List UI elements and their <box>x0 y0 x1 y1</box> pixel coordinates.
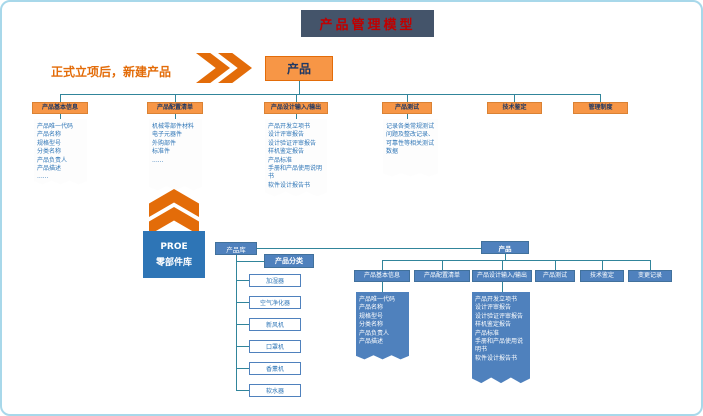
detail-line: 设计验证评审报告 <box>475 312 524 320</box>
detail-line: 设计评审报告 <box>475 304 512 312</box>
detail-line: 软件设计报告书 <box>475 354 518 362</box>
detail-line: 产品负责人 <box>37 156 68 164</box>
connector-line <box>555 260 556 270</box>
connector-line <box>236 368 249 369</box>
detail-line: 标准件 <box>152 148 171 156</box>
connector-line <box>175 114 176 119</box>
detail-line: 规格型号 <box>359 312 384 320</box>
detail-line: 样机鉴定报告 <box>475 321 512 329</box>
detail-line: 产品标准 <box>475 329 500 337</box>
detail-line: 记录各类常规测试问题及整改记录、可靠性等相关测试数据 <box>386 123 435 156</box>
product-root-node[interactable]: 产品 <box>265 56 333 81</box>
scroll-basic-info[interactable]: 产品唯一代码 产品名称 规格型号 分类名称 产品负责人 产品描述 ...... <box>34 119 87 185</box>
connector-line <box>502 260 503 270</box>
connector-line <box>60 94 61 102</box>
detail-line: 产品唯一代码 <box>37 123 74 130</box>
detail-line: 分类名称 <box>37 148 62 156</box>
detail-line: 产品标准 <box>268 156 293 164</box>
connector-line <box>514 94 515 102</box>
diagram-title: 产品管理模型 <box>301 10 434 37</box>
connector-line <box>502 282 503 292</box>
detail-line: 设计评审报告 <box>268 131 305 139</box>
connector-line <box>236 324 249 325</box>
detail-line: 产品开发立项书 <box>268 123 311 130</box>
left-node-testing[interactable]: 产品测试 <box>382 102 432 114</box>
connector-line <box>60 114 61 119</box>
connector-line <box>296 114 297 119</box>
detail-line: 手册和产品使用说明书 <box>475 338 524 354</box>
detail-line: ...... <box>37 173 49 181</box>
connector-line <box>236 302 249 303</box>
right-node-change-log[interactable]: 变更记录 <box>628 270 672 282</box>
connector-line <box>299 81 300 95</box>
left-node-appraisal[interactable]: 技术鉴定 <box>487 102 542 114</box>
connector-line <box>236 280 249 281</box>
category-fresh-air-unit[interactable]: 新风机 <box>249 318 301 331</box>
connector-line <box>236 255 237 391</box>
right-node-basic-info[interactable]: 产品基本信息 <box>354 270 410 282</box>
right-node-appraisal[interactable]: 技术鉴定 <box>580 270 624 282</box>
detail-line: 电子元器件 <box>152 131 183 139</box>
detail-line: 产品描述 <box>37 165 62 173</box>
category-humidifier[interactable]: 加湿器 <box>249 274 301 287</box>
connector-line <box>650 260 651 270</box>
connector-line <box>442 260 443 270</box>
detail-line: 产品唯一代码 <box>359 296 396 303</box>
connector-line <box>505 254 506 260</box>
scroll-config-list[interactable]: 机械零部件材料 电子元器件 外购部件 标准件 ...... <box>149 119 202 191</box>
right-scroll-design-io[interactable]: 产品开发立项书 设计评审报告 设计验证评审报告 样机鉴定报告 产品标准 手册和产… <box>472 292 530 384</box>
connector-line <box>382 260 383 270</box>
right-node-testing[interactable]: 产品测试 <box>535 270 575 282</box>
right-node-design-io[interactable]: 产品设计输入/输出 <box>472 270 532 282</box>
right-product-root-node[interactable]: 产品 <box>481 241 529 254</box>
detail-line: 机械零部件材料 <box>152 123 195 130</box>
detail-line: ...... <box>152 156 164 164</box>
product-library-node[interactable]: 产品库 <box>215 242 257 255</box>
category-mask-machine[interactable]: 口罩机 <box>249 340 301 353</box>
left-node-basic-info[interactable]: 产品基本信息 <box>32 102 88 114</box>
connector-line <box>175 94 176 102</box>
detail-line: 产品开发立项书 <box>475 296 518 303</box>
detail-line: 样机鉴定报告 <box>268 148 305 156</box>
left-node-management[interactable]: 管理制度 <box>573 102 628 114</box>
right-scroll-basic-info[interactable]: 产品唯一代码 产品名称 规格型号 分类名称 产品负责人 产品描述 <box>356 292 409 360</box>
detail-line: 产品负责人 <box>359 329 390 337</box>
detail-line: 产品描述 <box>359 338 384 346</box>
creation-note: 正式立项后，新建产品 <box>51 65 172 79</box>
detail-line: 手册和产品使用说明书 <box>268 165 323 181</box>
detail-line: 规格型号 <box>37 139 62 147</box>
proe-label-line2: 零部件库 <box>155 257 192 268</box>
category-water-softener[interactable]: 软水器 <box>249 384 301 397</box>
connector-line <box>236 261 264 262</box>
left-node-design-io[interactable]: 产品设计输入/输出 <box>264 102 328 114</box>
connector-line <box>382 260 650 261</box>
category-aroma-machine[interactable]: 香薰机 <box>249 362 301 375</box>
connector-line <box>236 346 249 347</box>
connector-line <box>407 94 408 102</box>
right-node-config-list[interactable]: 产品配置清单 <box>414 270 470 282</box>
connector-line <box>296 94 297 102</box>
connector-line <box>60 94 601 95</box>
connector-line <box>257 248 481 249</box>
proe-parts-library-node[interactable]: PROE 零部件库 <box>143 231 205 278</box>
detail-line: 外购部件 <box>152 139 177 147</box>
connector-line <box>602 260 603 270</box>
connector-line <box>382 282 383 292</box>
scroll-testing[interactable]: 记录各类常规测试问题及整改记录、可靠性等相关测试数据 <box>383 119 438 177</box>
connector-line <box>236 390 249 391</box>
detail-line: 软件设计报告书 <box>268 181 311 189</box>
category-air-purifier[interactable]: 空气净化器 <box>249 296 301 309</box>
left-node-config-list[interactable]: 产品配置清单 <box>147 102 203 114</box>
detail-line: 分类名称 <box>359 321 384 329</box>
proe-label-line1: PROE <box>160 241 188 252</box>
detail-line: 产品名称 <box>359 304 384 312</box>
product-classification-node[interactable]: 产品分类 <box>264 254 314 268</box>
connector-line <box>600 94 601 102</box>
connector-line <box>407 114 408 119</box>
scroll-design-io[interactable]: 产品开发立项书 设计评审报告 设计验证评审报告 样机鉴定报告 产品标准 手册和产… <box>265 119 327 197</box>
detail-line: 产品名称 <box>37 131 62 139</box>
detail-line: 设计验证评审报告 <box>268 139 317 147</box>
